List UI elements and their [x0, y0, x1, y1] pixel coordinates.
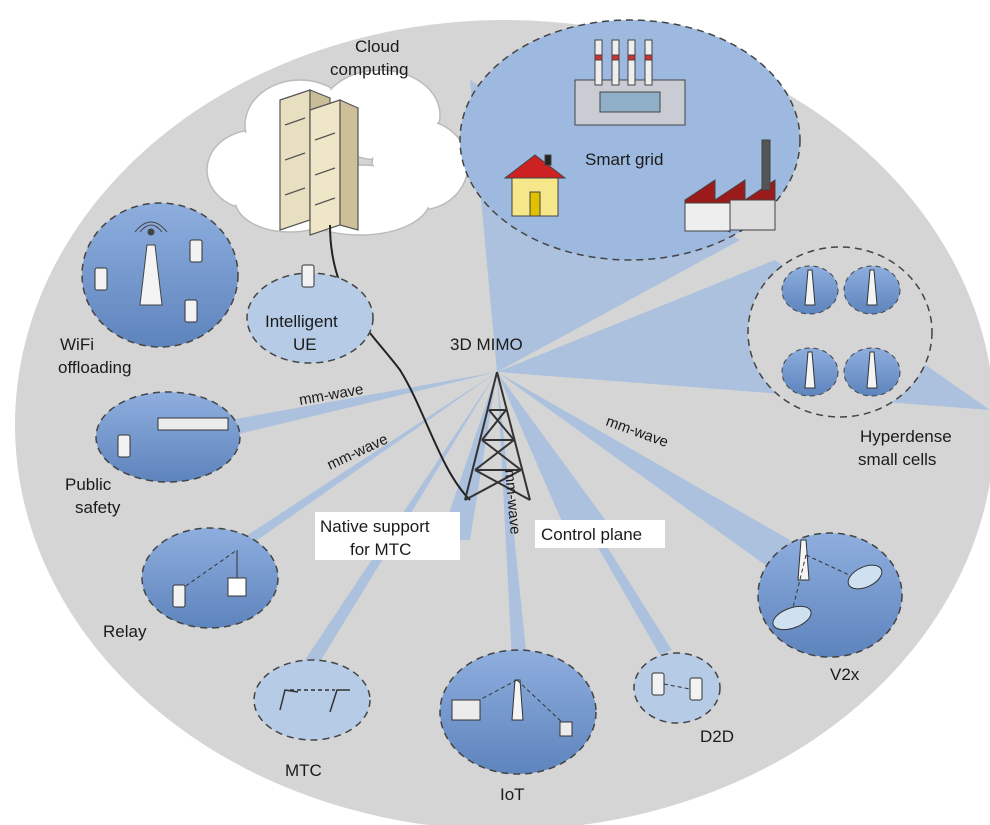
- hyperdense-cluster: [747, 246, 933, 418]
- public-safety-cell: [95, 391, 241, 483]
- intelligent-ue-label-line1: Intelligent: [265, 312, 338, 331]
- phone-icon-ue: [301, 264, 315, 288]
- iot-icons: [451, 679, 573, 737]
- beam-relay: [240, 372, 497, 548]
- v2x-icons: [772, 539, 883, 631]
- phone-icons-wifi: [94, 239, 203, 323]
- phone-icon-public-safety: [117, 434, 131, 458]
- control-plane-label: Control plane: [541, 525, 642, 544]
- mtc-cell: [253, 659, 371, 741]
- d2d-label: D2D: [700, 727, 734, 746]
- smart-grid-label: Smart grid: [585, 150, 663, 169]
- robot-arm-icons: [279, 689, 350, 713]
- control-plane-box: [535, 520, 665, 548]
- beam-v2x: [497, 372, 800, 590]
- mtc-label: MTC: [285, 761, 322, 780]
- factory-icon: [684, 139, 776, 233]
- public-safety-label-line1: Public: [65, 475, 112, 494]
- beam-control-plane: [497, 372, 620, 540]
- radio-device-icon: [157, 417, 229, 431]
- v2x-cell: [757, 532, 903, 658]
- mm-wave-label-vertical: mm-wave: [501, 469, 524, 535]
- beam-native-mtc: [440, 372, 497, 540]
- wifi-offloading-label-line1: WiFi: [60, 335, 94, 354]
- hyperdense-label-line2: small cells: [858, 450, 936, 469]
- native-mtc-box: [315, 512, 460, 560]
- d2d-cell: [633, 652, 721, 724]
- small-cell-group: [781, 265, 901, 397]
- native-mtc-label-line2: for MTC: [350, 540, 411, 559]
- relay-node-icon: [179, 549, 247, 597]
- beam-iot: [497, 372, 527, 660]
- cloud-computing-label-line2: computing: [330, 60, 408, 79]
- wifi-offloading-label-line2: offloading: [58, 358, 131, 377]
- intelligent-ue-label-line2: UE: [293, 335, 317, 354]
- phone-icon-relay: [172, 584, 186, 608]
- public-safety-label-line2: safety: [75, 498, 121, 517]
- relay-cell: [141, 527, 279, 629]
- server-icon: [279, 89, 359, 236]
- iot-label: IoT: [500, 785, 525, 804]
- wifi-access-point-icon: [134, 221, 168, 306]
- cloud-computing-label-line1: Cloud: [355, 37, 399, 56]
- native-mtc-label-line1: Native support: [320, 517, 430, 536]
- power-plant-icon: [574, 39, 686, 126]
- wifi-offloading-cell: [81, 202, 239, 348]
- relay-label: Relay: [103, 622, 147, 641]
- house-icon: [503, 154, 567, 217]
- 3d-mimo-label: 3D MIMO: [450, 335, 523, 354]
- cell-tower-icon: [464, 371, 531, 501]
- v2x-label: V2x: [830, 665, 860, 684]
- beam-public-safety: [230, 372, 497, 436]
- d2d-phone-icons: [651, 672, 703, 701]
- hyperdense-label-line1: Hyperdense: [860, 427, 952, 446]
